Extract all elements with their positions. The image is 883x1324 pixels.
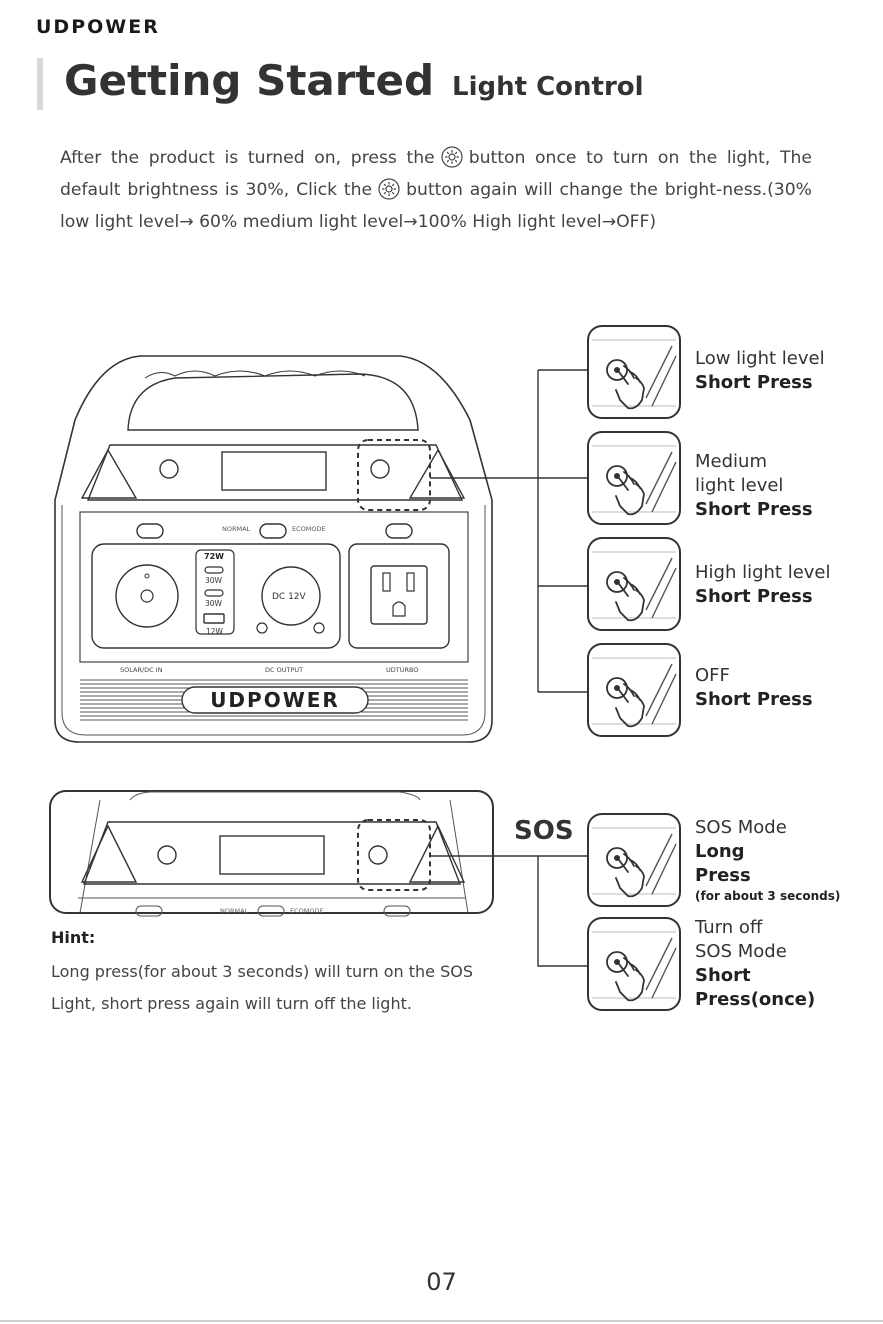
usbc2-label: 30W — [205, 599, 223, 608]
intro-part-3: button again will change the bright-ness… — [60, 180, 812, 232]
usbc-max-label: 72W — [204, 552, 224, 561]
card-off: OFF Short Press — [695, 664, 813, 712]
sos-label: SOS — [514, 816, 574, 846]
card-off-press: Short Press — [695, 689, 813, 710]
card-high-light: High light level Short Press — [695, 561, 831, 609]
connector-lines-sos — [430, 855, 588, 967]
card-sos-off: Turn off SOS Mode Short Press(once) — [695, 916, 815, 1012]
intro-part-1: After the product is turned on, press th… — [60, 148, 435, 168]
solar-label: SOLAR/DC IN — [120, 666, 163, 674]
press-button-icon-1 — [587, 325, 681, 419]
ecomode-label: ECOMODE — [292, 525, 326, 533]
sos-normal-label: NORMAL — [220, 907, 249, 915]
usba-label: 12W — [206, 627, 224, 636]
dc-12v-label: DC 12V — [272, 592, 307, 602]
title-accent-bar — [37, 58, 43, 110]
card-sos-mode: SOS Mode Long Press (for about 3 seconds… — [695, 816, 840, 904]
card-high-light-label: High light level — [695, 562, 831, 583]
page-title: Getting Started — [64, 56, 435, 105]
card-sos-mode-label: SOS Mode — [695, 817, 787, 838]
press-button-icon-4 — [587, 643, 681, 737]
light-button-icon — [378, 178, 400, 200]
connector-lines-main — [430, 369, 588, 693]
card-sos-off-press-1: Short — [695, 965, 751, 986]
brand-logo: UDPOWER — [36, 16, 160, 38]
bottom-rule — [0, 1320, 883, 1322]
sos-device-illustration: NORMAL ECOMODE — [49, 790, 494, 917]
press-button-icon-2 — [587, 431, 681, 525]
card-sos-mode-press-1: Long — [695, 841, 745, 862]
card-sos-mode-note: (for about 3 seconds) — [695, 889, 841, 903]
card-sos-off-label-1: Turn off — [695, 917, 763, 938]
card-sos-off-label-2: SOS Mode — [695, 941, 787, 962]
card-off-label: OFF — [695, 665, 730, 686]
dc-output-label: DC OUTPUT — [265, 666, 303, 674]
normal-label: NORMAL — [222, 525, 251, 533]
device-logo: UDPOWER — [210, 688, 340, 712]
card-low-light-press: Short Press — [695, 372, 813, 393]
intro-part-2: button once to turn on the light, The de… — [60, 148, 812, 200]
page-number: 07 — [426, 1268, 457, 1296]
sos-ecomode-label: ECOMODE — [290, 907, 324, 915]
press-button-icon-3 — [587, 537, 681, 631]
light-button-icon — [441, 146, 463, 168]
hint-title: Hint: — [51, 928, 96, 947]
card-low-light: Low light level Short Press — [695, 347, 825, 395]
card-low-light-label: Low light level — [695, 348, 825, 369]
press-button-icon-sos-off — [587, 917, 681, 1011]
card-medium-light-press: Short Press — [695, 499, 813, 520]
udturbo-label: UDTURBO — [386, 666, 418, 674]
usbc1-label: 30W — [205, 576, 223, 585]
hint-text: Long press(for about 3 seconds) will tur… — [51, 962, 473, 1013]
section-subtitle: Light Control — [452, 72, 644, 102]
press-button-icon-sos — [587, 813, 681, 907]
card-medium-light-label-2: light level — [695, 475, 784, 496]
card-sos-mode-press-2: Press — [695, 865, 751, 886]
card-high-light-press: Short Press — [695, 586, 813, 607]
intro-paragraph: After the product is turned on, press th… — [60, 142, 812, 238]
card-medium-light: Medium light level Short Press — [695, 450, 813, 522]
card-sos-off-press-2: Press(once) — [695, 989, 816, 1010]
power-station-illustration: NORMAL ECOMODE 72W 30W 30W 12W DC 12V SO… — [54, 355, 493, 743]
card-medium-light-label-1: Medium — [695, 451, 767, 472]
